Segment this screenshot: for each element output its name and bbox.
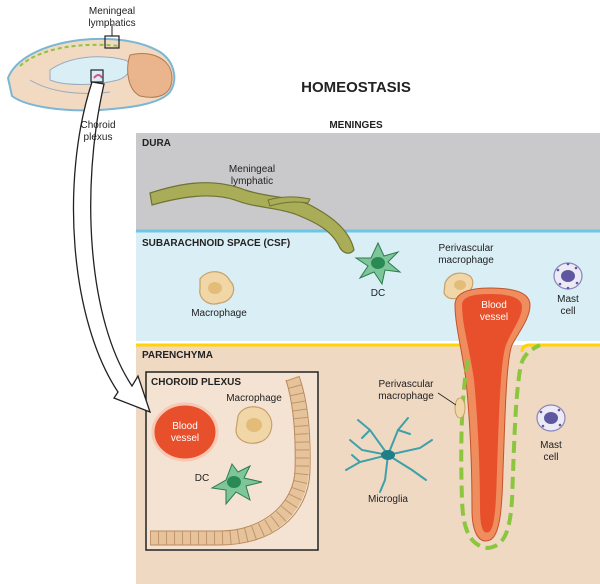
mast-cell-label-csf-1: Mast <box>557 294 579 305</box>
choroid-macrophage-label: Macrophage <box>226 393 282 404</box>
mast-cell-csf <box>553 262 583 290</box>
mast-cell-parenchyma <box>536 404 566 432</box>
mast-cell-label-parenchyma-2: cell <box>543 452 558 463</box>
mast-cell-label-parenchyma-1: Mast <box>540 440 562 451</box>
mouse-label-choroid-1: Choroid <box>80 120 115 131</box>
meningeal-lymphatic-vessel <box>149 182 355 254</box>
perivascular-macrophage-parenchyma-label-2: macrophage <box>378 391 434 402</box>
choroid-blood-vessel-label-1: Blood <box>172 421 198 432</box>
choroid-plexus-marker <box>90 69 104 83</box>
choroid-blood-vessel-label-2: vessel <box>171 433 199 444</box>
dc-label-csf: DC <box>371 288 385 299</box>
choroid-plexus-box <box>145 371 319 551</box>
blood-vessel-label-2: vessel <box>480 312 508 323</box>
mouse-label-meningeal-1: Meningeal <box>89 6 135 17</box>
penetrating-blood-vessel <box>454 287 541 551</box>
choroid-plexus-title: CHOROID PLEXUS <box>151 377 241 388</box>
blood-vessel-label-1: Blood <box>481 300 507 311</box>
lymphatic-branch <box>267 196 311 207</box>
mouse-label-meningeal-2: lymphatics <box>88 18 135 29</box>
glia-limitans-right <box>520 343 600 353</box>
dura-label: DURA <box>142 138 171 149</box>
microglia-cell <box>345 417 433 493</box>
meningeal-lymphatic-label-2: lymphatic <box>231 176 273 187</box>
mouse-label-choroid-2: plexus <box>84 132 113 143</box>
zoom-arrow <box>72 81 152 414</box>
perivascular-macrophage-label-2: macrophage <box>438 255 494 266</box>
mouse-brain-schematic <box>6 24 176 116</box>
microglia-label: Microglia <box>368 494 408 505</box>
meningeal-lymphatic-label-1: Meningeal <box>229 164 275 175</box>
choroid-dc-label: DC <box>195 473 209 484</box>
diagram-title: HOMEOSTASIS <box>301 79 411 96</box>
meninges-label: MENINGES <box>329 120 383 131</box>
dc-cell-csf <box>354 241 402 286</box>
dura-layer <box>136 133 600 231</box>
parenchyma-label: PARENCHYMA <box>142 350 213 361</box>
subarachnoid-label: SUBARACHNOID SPACE (CSF) <box>142 238 290 249</box>
perivascular-macrophage-label-1: Perivascular <box>438 243 494 254</box>
mast-cell-label-csf-2: cell <box>560 306 575 317</box>
macrophage-cell-csf <box>199 271 235 305</box>
macrophage-label-csf: Macrophage <box>191 308 247 319</box>
perivascular-macrophage-parenchyma-label-1: Perivascular <box>378 379 434 390</box>
